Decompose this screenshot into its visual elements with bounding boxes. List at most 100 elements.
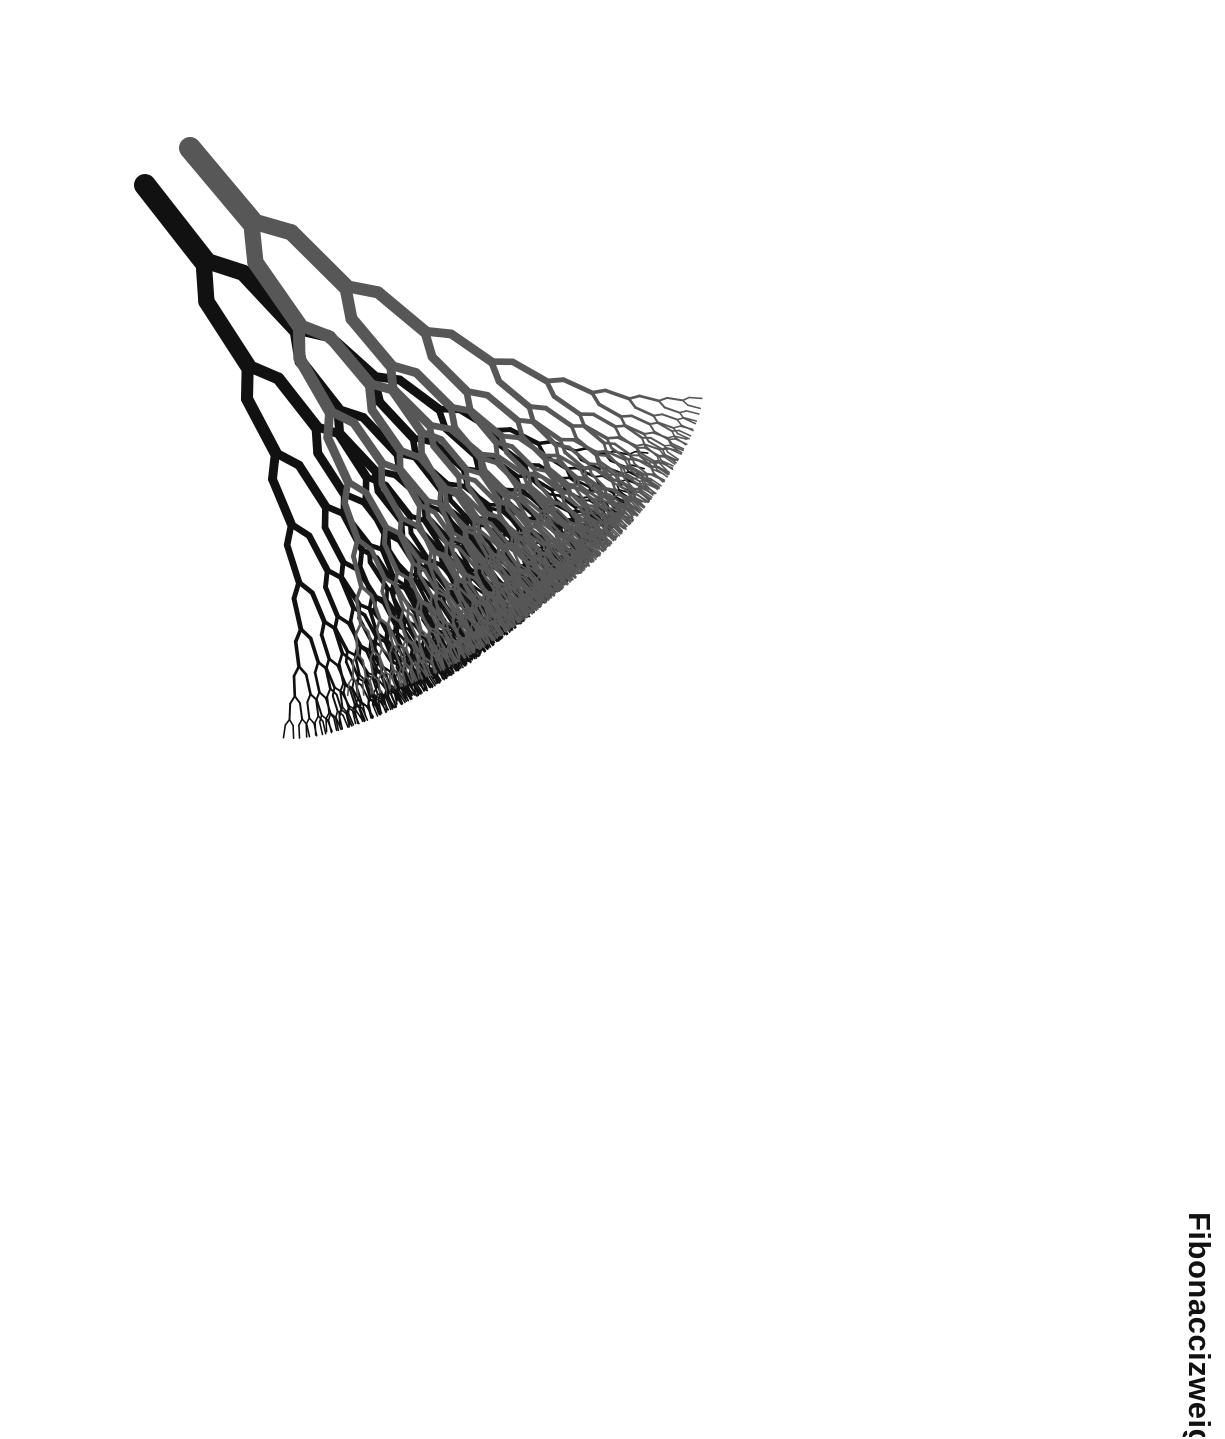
black-branch-segment [296, 629, 301, 642]
gray-branch-segment [363, 660, 366, 676]
gray-branch-segment [665, 445, 672, 446]
gray-branch-segment [659, 401, 665, 408]
gray-branch-segment [465, 527, 468, 540]
gray-branch-segment [653, 433, 668, 438]
gray-branch-segment [564, 380, 592, 393]
gray-branch-segment [636, 444, 645, 446]
black-branch-segment [349, 706, 350, 713]
gray-branch-segment [488, 395, 518, 420]
gray-branch-segment [650, 423, 659, 425]
black-branch-segment [339, 653, 342, 664]
black-branch-segment [359, 703, 360, 710]
gray-branch-segment [520, 596, 527, 597]
gray-branch-segment [602, 515, 609, 516]
gray-branch-segment [465, 607, 466, 616]
black-branch-segment [247, 399, 275, 453]
gray-branch-segment [412, 662, 413, 669]
black-branch-segment [299, 465, 325, 506]
black-branch-segment [322, 635, 330, 659]
gray-branch-segment [629, 396, 640, 399]
gray-branch-segment [606, 521, 613, 522]
black-branch-segment [293, 726, 294, 739]
gray-branch-segment [595, 451, 606, 452]
gray-branch-segment [654, 414, 663, 415]
gray-branch-segment [585, 539, 592, 540]
gray-branch-segment [572, 426, 577, 439]
black-branch-segment [312, 593, 324, 622]
black-branch-segment [368, 699, 369, 706]
black-branch-segment [295, 696, 300, 703]
gray-branch-segment [644, 433, 653, 434]
gray-branch-segment [668, 436, 675, 438]
black-branch-segment [299, 725, 300, 738]
gray-branch-segment [448, 584, 449, 595]
gray-branch-segment [554, 569, 561, 570]
gray-branch-segment [605, 390, 629, 398]
gray-branch-segment [475, 567, 476, 578]
black-branch-segment [325, 528, 343, 562]
gray-branch-segment [406, 640, 407, 649]
black-branch-segment [326, 570, 328, 587]
gray-branch-segment [688, 405, 700, 408]
gray-branch-segment [580, 541, 587, 542]
black-branch-segment [323, 721, 326, 733]
black-branch-segment [290, 696, 295, 704]
gray-branch-segment [599, 404, 621, 416]
gray-branch-segment [627, 490, 634, 491]
black-branch-segment [326, 587, 338, 616]
black-branch-segment [296, 642, 299, 667]
gray-branch-segment [680, 426, 692, 429]
black-branch-segment [206, 302, 247, 366]
gray-branch-segment [650, 424, 655, 431]
gray-branch-segment [479, 626, 480, 633]
gray-branch-segment [499, 382, 529, 407]
gray-branch-segment [431, 654, 432, 661]
black-branch-segment [311, 638, 319, 662]
gray-branch-segment [291, 232, 345, 286]
gray-branch-segment [445, 487, 447, 504]
black-branch-segment [320, 715, 322, 722]
gray-branch-segment [546, 408, 572, 426]
black-branch-segment [319, 692, 325, 698]
gray-branch-segment [686, 411, 698, 414]
gray-branch-segment [611, 513, 618, 514]
gray-branch-segment [497, 503, 500, 516]
gray-branch-segment [548, 565, 555, 566]
gray-branch-segment [411, 563, 413, 577]
gray-branch-segment [548, 576, 555, 577]
black-branch-segment [346, 651, 347, 662]
gray-branch-segment [592, 393, 599, 405]
gray-branch-segment [357, 586, 362, 599]
gray-branch-segment [378, 292, 425, 331]
black-branch-segment [327, 689, 330, 697]
gray-branch-segment [592, 390, 606, 392]
gray-branch-segment [683, 400, 688, 405]
caption-fibonaccizweig: Fibonaccizweig [1182, 1212, 1216, 1437]
black-branch-segment [309, 718, 314, 723]
gray-branch-segment [597, 522, 604, 523]
black-branch-segment [320, 722, 323, 735]
black-branch-segment [290, 720, 294, 726]
black-branch-segment [294, 599, 301, 629]
black-branch-segment [307, 694, 310, 702]
gray-branch-segment [566, 552, 573, 553]
gray-branch-segment [547, 381, 555, 396]
gray-branch-segment [559, 563, 566, 564]
gray-branch-segment [429, 550, 431, 564]
gray-branch-segment [673, 426, 680, 428]
gray-branch-segment [634, 488, 641, 489]
gray-branch-segment [638, 483, 645, 484]
black-branch-segment [311, 694, 317, 700]
gray-branch-segment [609, 474, 618, 475]
gray-branch-segment [382, 578, 384, 592]
gray-branch-segment [536, 582, 543, 583]
gray-branch-segment [448, 643, 449, 650]
black-branch-segment [315, 662, 318, 673]
gray-branch-segment [615, 427, 620, 437]
gray-branch-segment [632, 416, 650, 424]
gray-branch-segment [689, 398, 702, 399]
black-branch-segment [322, 622, 325, 635]
gray-branch-segment [423, 658, 424, 665]
black-branch-segment [338, 616, 349, 624]
gray-branch-segment [607, 438, 618, 439]
